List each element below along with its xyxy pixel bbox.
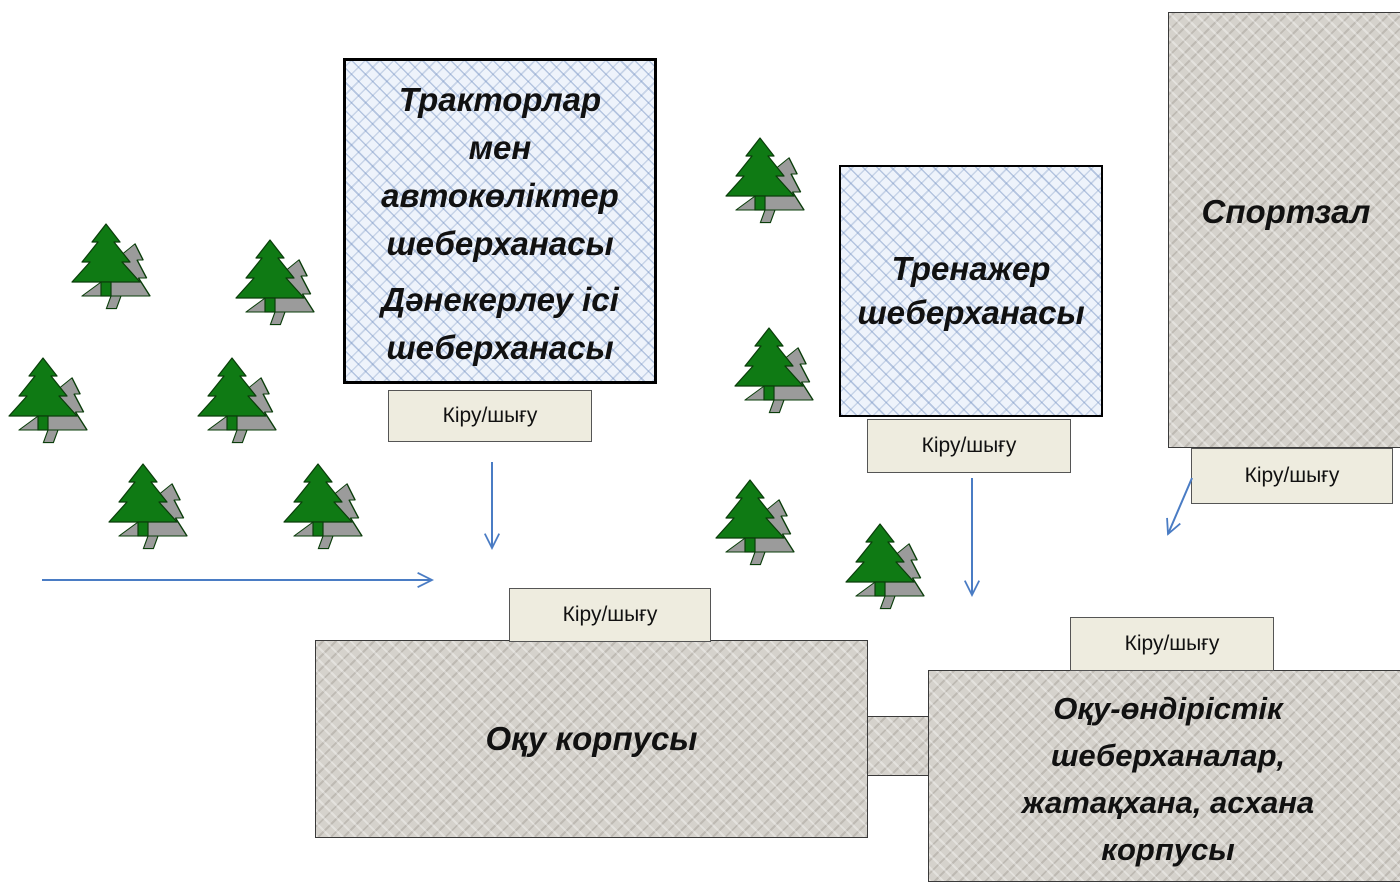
entrance-tractor-workshop: Кіру/шығу: [388, 390, 592, 442]
fir-tree-icon: [284, 464, 381, 549]
entrance-trainer-workshop: Кіру/шығу: [867, 419, 1071, 473]
building-label: автокөліктер: [381, 177, 619, 214]
fir-tree-icon: [716, 480, 813, 565]
building-label: Оқу корпусы: [485, 720, 698, 757]
entrance-academic: Кіру/шығу: [509, 588, 711, 642]
fir-tree-icon: [72, 224, 169, 309]
fir-tree-icon: [109, 464, 206, 549]
entrance-gym: Кіру/шығу: [1191, 448, 1393, 504]
building-label: шеберханалар,: [1050, 738, 1286, 773]
building-academic: Оқу корпусы: [315, 640, 868, 838]
building-label: Оқу-өндірістік: [1053, 691, 1283, 726]
building-label: Тренажер: [891, 250, 1051, 287]
building-production: Оқу-өндірістік шеберханалар, жатақхана, …: [928, 670, 1400, 882]
building-label: шеберханасы: [386, 225, 614, 262]
fir-tree-icon: [236, 240, 333, 325]
fir-tree-icon: [198, 358, 295, 443]
building-label: жатақхана, асхана: [1021, 785, 1315, 820]
arrow-icon: [1168, 477, 1193, 534]
building-trainer-workshop: Тренажер шеберханасы: [839, 165, 1103, 417]
building-label: мен: [468, 129, 532, 166]
building-label: шеберханасы: [386, 329, 614, 366]
building-label: корпусы: [1101, 832, 1235, 867]
building-tractor-workshop: Тракторлар мен автокөліктер шеберханасы …: [343, 58, 657, 384]
building-label: Дәнекерлеу ісі: [381, 281, 619, 318]
building-label: шеберханасы: [857, 294, 1085, 331]
fir-tree-icon: [846, 524, 943, 609]
entrance-production: Кіру/шығу: [1070, 617, 1274, 671]
building-label: Спортзал: [1201, 193, 1371, 230]
fir-tree-icon: [726, 138, 823, 223]
building-label: Тракторлар: [398, 81, 602, 118]
fir-tree-icon: [735, 328, 832, 413]
building-connector: [866, 716, 932, 776]
fir-tree-icon: [9, 358, 106, 443]
building-gym: Спортзал: [1168, 12, 1400, 448]
